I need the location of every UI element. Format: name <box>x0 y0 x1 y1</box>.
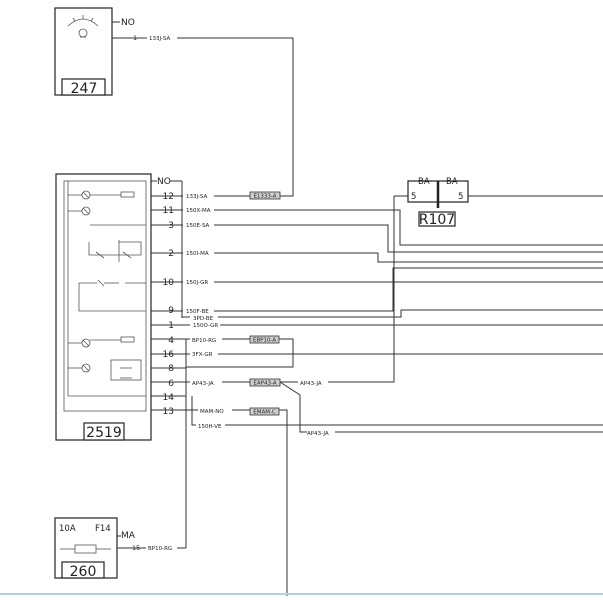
pin-number: 16 <box>163 350 175 360</box>
component-r107-left-pin: 5 <box>411 192 416 202</box>
wire-label: BP10-RG <box>192 338 216 344</box>
wire-label: 3FX-GR <box>192 352 213 358</box>
connector-tag-emam: EMAM-C <box>249 407 280 416</box>
pin-number: 10 <box>163 278 175 288</box>
component-2519-ground-label: NO <box>157 177 171 187</box>
connector-tag-eap43: EAP43-A <box>249 378 281 387</box>
internal-circuit <box>63 180 147 412</box>
component-2519: 2519 <box>55 173 182 441</box>
component-260-rating: 10A <box>59 524 76 534</box>
pin-number: 6 <box>168 379 174 389</box>
component-2519-id: 2519 <box>86 425 122 441</box>
wire-label: AP43-JA <box>307 431 329 437</box>
lamp-icon <box>67 15 99 38</box>
wire-label: MAM-NO <box>200 409 224 415</box>
component-247-wire: 133J-SA <box>149 36 171 42</box>
wires <box>151 181 603 596</box>
pin-number: 1 <box>168 321 174 331</box>
pin-number: 8 <box>168 364 174 374</box>
component-r107-right-pin: 5 <box>458 192 463 202</box>
wire-label: 133J-SA <box>186 194 208 200</box>
wire-label: 150O-GR <box>193 323 218 329</box>
pin-number: 13 <box>163 407 174 417</box>
pin-number: 14 <box>163 393 175 403</box>
wire-label: 150I-MA <box>186 251 209 257</box>
wire-label: AP43-JA <box>192 381 214 387</box>
component-2519-box <box>55 173 152 441</box>
wire-label: 3PD-BE <box>193 316 214 322</box>
component-247-pin-label: NO <box>121 18 135 28</box>
component-260-fuse: F14 <box>95 524 111 534</box>
pin-number: 2 <box>168 249 174 259</box>
component-260: 260 10A F14 MA 15 BP10-RG <box>54 517 186 580</box>
component-r107-id: R107 <box>419 212 455 228</box>
svg-text:EBP10-A: EBP10-A <box>253 338 276 344</box>
component-260-label-box <box>61 561 105 579</box>
component-247-label-box <box>61 78 106 96</box>
component-2519-label-box <box>83 422 125 441</box>
svg-text:EAP43-A: EAP43-A <box>253 381 276 387</box>
wire-label: AP43-JA <box>300 381 322 387</box>
component-260-pin-label: MA <box>121 531 136 541</box>
component-247-id: 247 <box>71 81 98 97</box>
component-247: 247 NO 1 133J-SA <box>54 7 171 97</box>
wire-label: 150J-GR <box>186 280 208 286</box>
pin-number: 3 <box>168 221 174 231</box>
svg-text:E1333-A: E1333-A <box>253 194 276 200</box>
wire-labels: 133J-SA 150X-MA 150E-SA 150I-MA 150J-GR … <box>186 194 329 437</box>
component-260-id: 260 <box>70 564 97 580</box>
component-r107-left-label: BA <box>418 177 430 187</box>
component-r107-right-label: BA <box>446 177 458 187</box>
wire-label: 150H-VE <box>198 424 222 430</box>
pin-number: 12 <box>163 192 174 202</box>
component-2519-pins: 12 11 3 2 10 9 1 4 16 8 6 14 13 <box>163 192 175 417</box>
component-r107: BA BA 5 5 R107 <box>394 177 603 228</box>
wire-label: 150X-MA <box>186 208 211 214</box>
component-r107-label-box <box>418 211 456 227</box>
wire-label: 150E-SA <box>186 223 210 229</box>
fuse-icon <box>60 544 111 554</box>
svg-text:EMAM-C: EMAM-C <box>253 410 276 416</box>
pin-number: 4 <box>168 336 174 346</box>
pin-number: 11 <box>163 206 174 216</box>
connector-tag-e1333: E1333-A <box>249 191 281 200</box>
wire-label: 150F-BE <box>186 309 209 315</box>
connector-tag-ebp10: EBP10-A <box>249 335 280 344</box>
component-260-wire: BP10-RG <box>148 546 172 552</box>
